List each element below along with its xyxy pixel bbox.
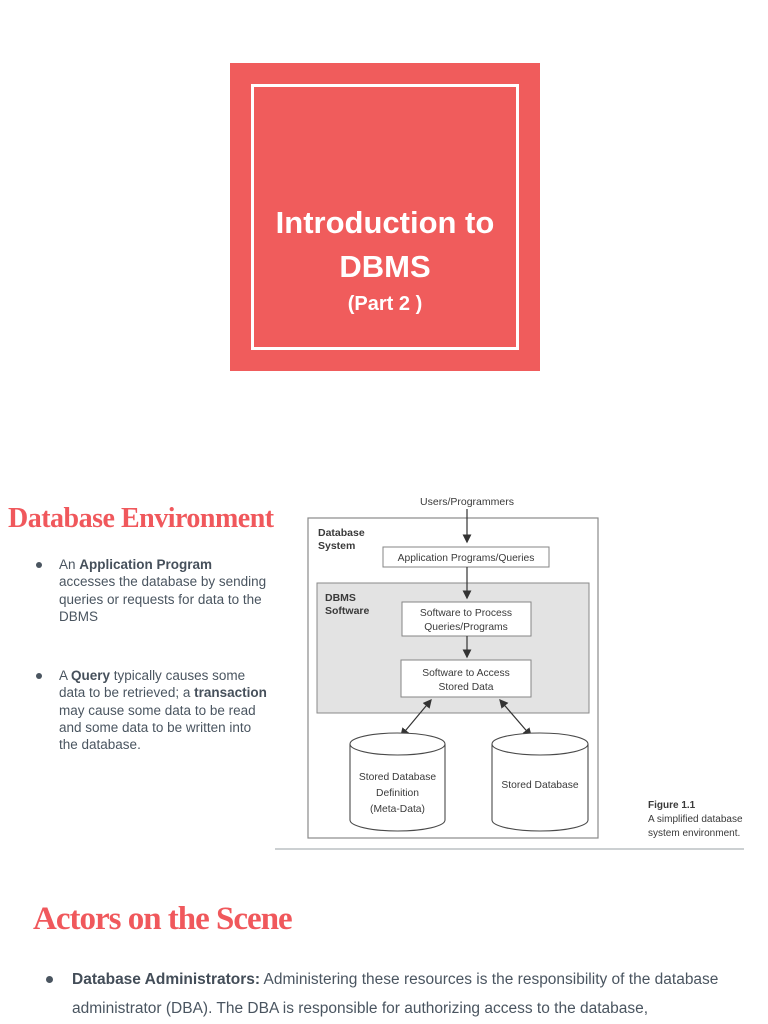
database-system-label-1: Database <box>318 527 365 539</box>
database-cylinder-body <box>491 744 589 832</box>
process-queries-box <box>401 601 532 637</box>
env-bullet-list: An Application Program accesses the data… <box>36 556 276 754</box>
bullet-text: Database Administrators: Administering t… <box>72 971 719 1017</box>
metadata-cylinder-label-2: Definition <box>376 788 419 799</box>
bullet-dot <box>36 673 42 680</box>
dbms-software-label-1: DBMS <box>325 592 356 604</box>
dbms-software-label-2: Software <box>325 605 370 617</box>
title-text-block: Introduction to DBMS (Part 2 ) <box>230 201 540 319</box>
database-cylinder-label: Stored Database <box>501 780 579 791</box>
metadata-cylinder-top <box>349 732 446 756</box>
list-item: Database Administrators: Administering t… <box>46 966 746 1023</box>
figure-caption-line-1: A simplified database <box>648 814 743 825</box>
metadata-cylinder-label-3: (Meta-Data) <box>370 804 425 815</box>
figure-caption-title: Figure 1.1 <box>648 800 696 811</box>
app-programs-box <box>382 546 550 568</box>
diagram-users-label: Users/Programmers <box>420 496 514 508</box>
access-stored-data-label-2: Stored Data <box>439 682 494 693</box>
app-programs-label: Application Programs/Queries <box>398 553 535 564</box>
section-heading-database-environment: Database Environment <box>8 503 274 534</box>
bullet-dot <box>46 976 53 983</box>
title-line-1: Introduction to <box>275 205 495 240</box>
title-line-3: (Part 2 ) <box>347 293 423 315</box>
actors-bullet-list: Database Administrators: Administering t… <box>46 966 746 1023</box>
metadata-cylinder-label-1: Stored Database <box>359 772 437 783</box>
figure-caption-line-2: system environment. <box>648 828 740 839</box>
bullet-text: A Query typically causes some data to be… <box>59 668 267 753</box>
section-heading-actors-on-the-scene: Actors on the Scene <box>33 901 293 937</box>
access-stored-data-box <box>400 659 532 698</box>
database-system-label-2: System <box>318 540 355 552</box>
title-card-inner-border <box>251 84 519 350</box>
metadata-cylinder-body <box>349 744 446 832</box>
list-item: An Application Program accesses the data… <box>36 556 276 625</box>
arrow-access-to-database <box>499 698 532 738</box>
list-item: A Query typically causes some data to be… <box>36 667 276 753</box>
database-system-figure: Users/Programmers Database System Applic… <box>275 496 744 850</box>
database-cylinder-top <box>491 732 589 756</box>
bullet-text: An Application Program accesses the data… <box>59 557 267 624</box>
title-slide-card: Introduction to DBMS (Part 2 ) <box>230 63 540 371</box>
process-queries-label-1: Software to Process <box>420 608 512 619</box>
arrow-access-to-metadata <box>400 698 432 738</box>
access-stored-data-label-1: Software to Access <box>422 668 510 679</box>
database-system-box <box>307 517 599 839</box>
bullet-dot <box>36 562 42 568</box>
title-line-2: DBMS <box>339 249 431 284</box>
process-queries-label-2: Queries/Programs <box>424 622 508 633</box>
